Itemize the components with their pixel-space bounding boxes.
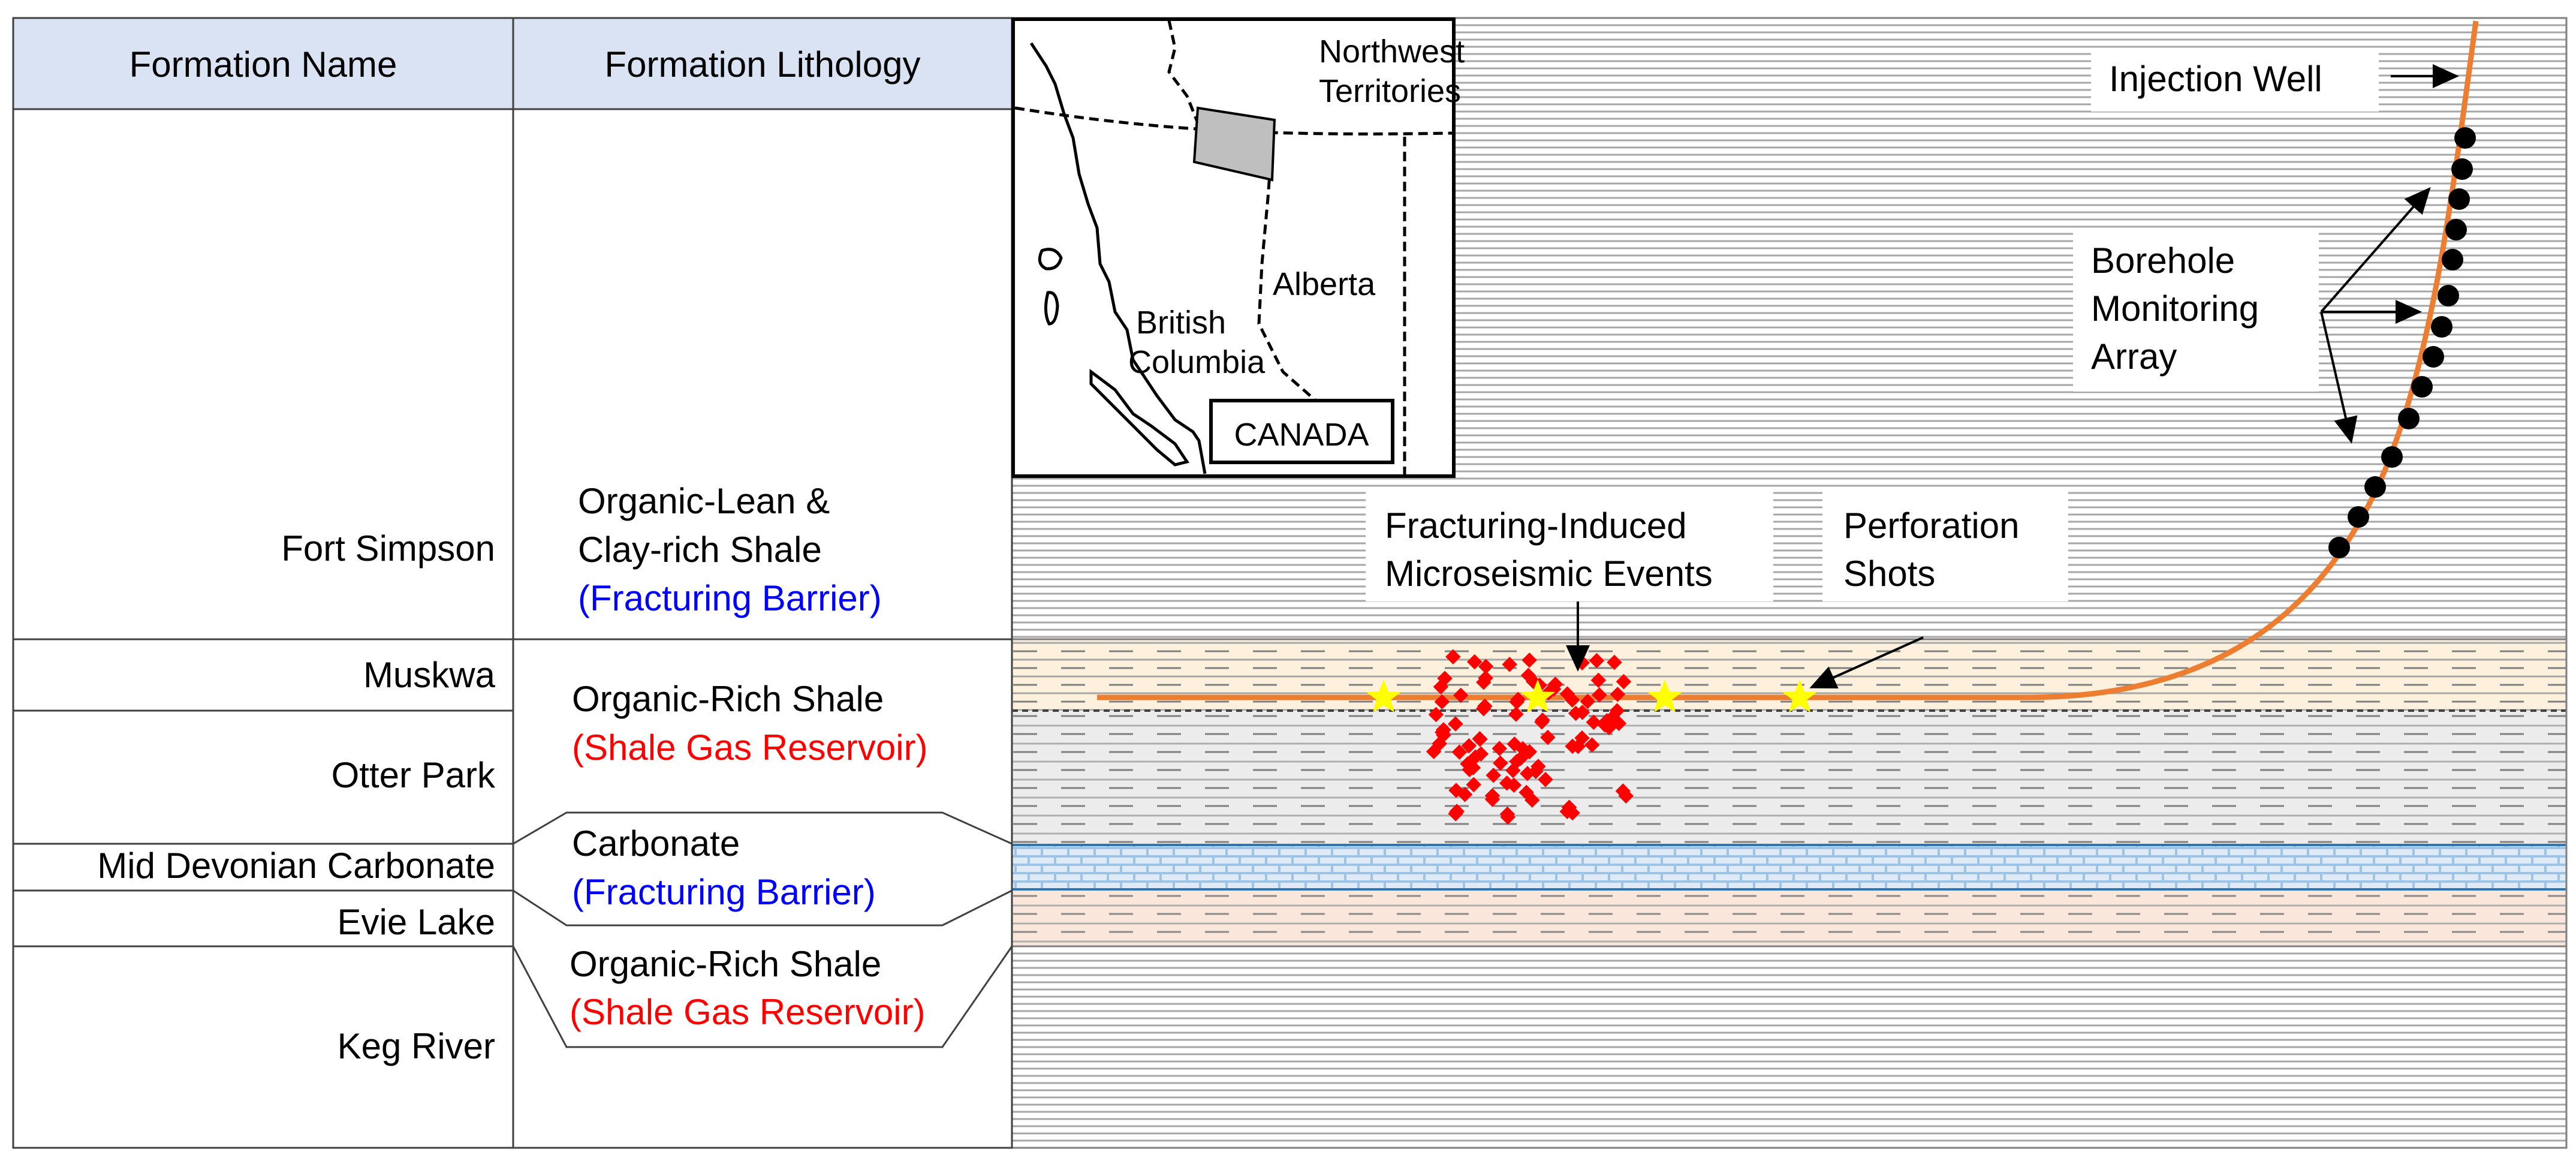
map-label-nwt-line2: Territories bbox=[1319, 73, 1461, 109]
geophone-marker bbox=[2328, 537, 2350, 558]
geophone-marker bbox=[2438, 285, 2459, 306]
label-bg bbox=[1822, 488, 2068, 601]
lithology-carbonate-line1: Carbonate bbox=[572, 823, 740, 864]
lithology-fort-simpson-role: (Fracturing Barrier) bbox=[578, 578, 882, 618]
geophone-marker bbox=[2454, 127, 2476, 149]
lithology-fort-simpson-line1: Organic-Lean & bbox=[578, 481, 830, 521]
map-label-nwt-line1: Northwest bbox=[1319, 34, 1465, 70]
map-label-alberta: Alberta bbox=[1273, 266, 1376, 302]
canada-label-box bbox=[1209, 399, 1394, 464]
evie-lake-layer bbox=[1012, 891, 2566, 946]
bracket-carbonate-bottom bbox=[513, 889, 1013, 927]
geophone-marker bbox=[2442, 249, 2463, 270]
well-annotations: Injection Well Borehole Monitoring Array… bbox=[1097, 20, 2479, 825]
otter-park-layer bbox=[1012, 711, 2566, 844]
label-events-line2: Microseismic Events bbox=[1385, 554, 1713, 594]
map-label-canada: CANADA bbox=[1234, 417, 1369, 453]
formation-name-otter-park: Otter Park bbox=[332, 755, 496, 795]
formation-name-keg-river: Keg River bbox=[338, 1026, 495, 1066]
vancouver-island bbox=[1089, 369, 1190, 467]
geophone-marker bbox=[2381, 446, 2403, 468]
geophone-marker bbox=[2423, 346, 2444, 368]
formation-name-evie-lake: Evie Lake bbox=[338, 902, 496, 942]
keg-river-layer bbox=[1012, 946, 2566, 1148]
arrow-monitoring-lower bbox=[2320, 311, 2358, 444]
injection-well-path bbox=[1097, 20, 2479, 700]
formation-name-muskwa: Muskwa bbox=[363, 655, 496, 695]
geophone-marker bbox=[2431, 316, 2453, 338]
geophone-marker bbox=[2411, 376, 2433, 398]
header-formation-lithology: Formation Lithology bbox=[605, 44, 921, 85]
geophone-marker bbox=[2364, 476, 2386, 498]
carbonate-layer bbox=[1012, 844, 2566, 891]
bracket-carbonate-top bbox=[513, 811, 1013, 845]
inset-map: Northwest Territories Alberta British Co… bbox=[1011, 17, 1465, 478]
study-area-box bbox=[1192, 106, 1276, 182]
label-events-line1: Fracturing-Induced bbox=[1385, 506, 1687, 546]
label-perforation-line1: Perforation bbox=[1843, 506, 2020, 546]
arrow-perforation bbox=[1809, 636, 1924, 688]
coastline bbox=[1029, 42, 1207, 474]
label-bg bbox=[2091, 49, 2379, 112]
formation-table: Formation Name Formation Lithology Fort … bbox=[12, 17, 1013, 1149]
alberta-bc-border bbox=[1257, 134, 1332, 415]
formation-name-fort-simpson: Fort Simpson bbox=[281, 528, 495, 569]
label-bg bbox=[2073, 231, 2319, 392]
lithology-fort-simpson-line2: Clay-rich Shale bbox=[578, 530, 822, 570]
label-monitoring-line2: Monitoring bbox=[2091, 288, 2259, 329]
label-bg bbox=[1366, 488, 1773, 601]
geophone-marker bbox=[2448, 188, 2470, 210]
lithology-reservoir-upper-line1: Organic-Rich Shale bbox=[572, 679, 884, 719]
formation-name-mid-devonian-carbonate: Mid Devonian Carbonate bbox=[97, 846, 495, 886]
header-formation-name: Formation Name bbox=[129, 44, 397, 85]
lithology-reservoir-upper-role: (Shale Gas Reservoir) bbox=[572, 727, 928, 768]
island bbox=[1038, 248, 1063, 270]
lithology-carbonate-role: (Fracturing Barrier) bbox=[572, 872, 876, 912]
geophone-marker bbox=[2348, 506, 2369, 528]
arrow-monitoring-upper bbox=[2320, 187, 2431, 313]
geophone-marker bbox=[2445, 219, 2467, 240]
label-monitoring-line3: Array bbox=[2091, 336, 2177, 377]
map-label-bc-line2: Columbia bbox=[1128, 344, 1266, 380]
label-injection-well: Injection Well bbox=[2109, 59, 2322, 99]
lithology-reservoir-lower-role: (Shale Gas Reservoir) bbox=[570, 992, 926, 1032]
map-label-bc-line1: British bbox=[1136, 305, 1226, 341]
bracket-keg-river bbox=[512, 946, 1013, 1048]
island bbox=[1044, 291, 1059, 326]
geophone-marker bbox=[2398, 408, 2420, 429]
geophone-marker bbox=[2451, 158, 2473, 180]
label-perforation-line2: Shots bbox=[1843, 554, 1935, 594]
borehole-monitoring-array bbox=[2328, 127, 2476, 558]
yukon-border bbox=[1167, 20, 1201, 127]
label-monitoring-line1: Borehole bbox=[2091, 240, 2235, 281]
lithology-reservoir-lower-line1: Organic-Rich Shale bbox=[570, 944, 881, 984]
